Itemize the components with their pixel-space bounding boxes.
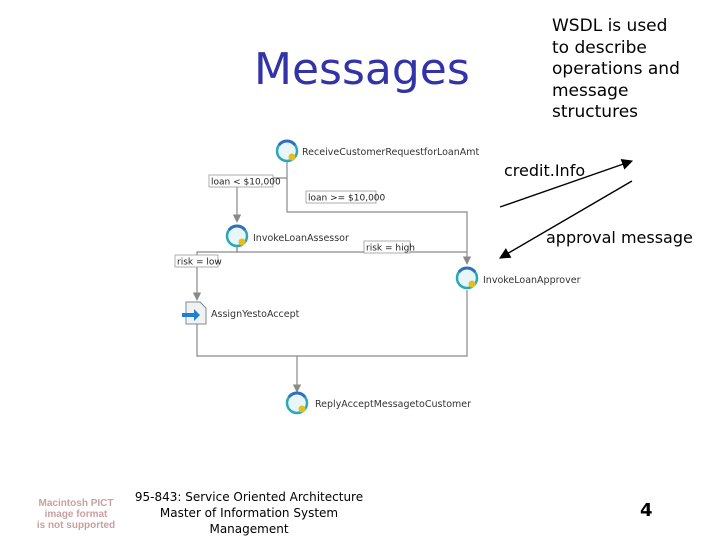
note-line: structures — [552, 102, 639, 122]
footer-line: 95-843: Service Oriented Architecture — [134, 490, 364, 504]
bpel-cycle-icon — [455, 266, 479, 290]
credit-info-arrow — [499, 159, 634, 208]
note-line: message — [552, 80, 629, 101]
invoke-approver-node: InvokeLoanApprover — [455, 266, 581, 290]
unsupported-image-placeholder: Macintosh PICT image format is not suppo… — [30, 498, 122, 531]
approval-message-arrow — [499, 180, 633, 259]
svg-text:loan < $10,000: loan < $10,000 — [211, 178, 281, 188]
invoke-assessor-node: InvokeLoanAssessor — [225, 224, 349, 248]
approval-message-label: approval message — [546, 228, 693, 247]
bpel-cycle-icon — [275, 139, 299, 163]
svg-text:ReplyAcceptMessagetoCustomer: ReplyAcceptMessagetoCustomer — [315, 399, 471, 410]
svg-text:risk = high: risk = high — [366, 244, 415, 254]
bpel-cycle-icon — [225, 224, 249, 248]
wsdl-note: WSDL is used to describe operations and … — [552, 16, 712, 124]
condition-amount-low: loan < $10,000 — [208, 174, 281, 188]
svg-text:InvokeLoanApprover: InvokeLoanApprover — [483, 275, 581, 286]
credit-info-label: credit.Info — [504, 161, 586, 180]
assign-document-icon — [182, 301, 207, 325]
footer-line: Management — [209, 522, 289, 536]
placeholder-line: Macintosh PICT — [38, 498, 114, 509]
condition-risk-high: risk = high — [363, 240, 415, 254]
note-line: to describe — [552, 37, 647, 58]
svg-text:risk = low: risk = low — [177, 258, 222, 268]
svg-text:AssignYestoAccept: AssignYestoAccept — [211, 309, 300, 320]
note-line: WSDL is used — [552, 16, 668, 36]
svg-text:ReceiveCustomerRequestforLoanA: ReceiveCustomerRequestforLoanAmt — [302, 147, 480, 158]
assign-node: AssignYestoAccept — [182, 301, 300, 325]
note-line: operations and — [552, 59, 680, 79]
slide-title: Messages — [254, 44, 470, 95]
reply-node: ReplyAcceptMessagetoCustomer — [285, 391, 471, 415]
condition-amount-high: loan >= $10,000 — [305, 190, 386, 204]
footer-course-info: 95-843: Service Oriented Architecture Ma… — [128, 489, 370, 537]
condition-risk-low: risk = low — [174, 254, 222, 268]
svg-text:InvokeLoanAssessor: InvokeLoanAssessor — [253, 233, 349, 244]
page-number: 4 — [640, 500, 653, 521]
placeholder-line: is not supported — [36, 520, 116, 531]
flow-lines — [192, 162, 472, 393]
placeholder-line: image format — [44, 509, 108, 520]
bpel-cycle-icon — [285, 391, 309, 415]
svg-text:loan >= $10,000: loan >= $10,000 — [308, 194, 386, 204]
receive-node: ReceiveCustomerRequestforLoanAmt — [275, 139, 480, 163]
footer-line: Master of Information System — [159, 506, 339, 520]
